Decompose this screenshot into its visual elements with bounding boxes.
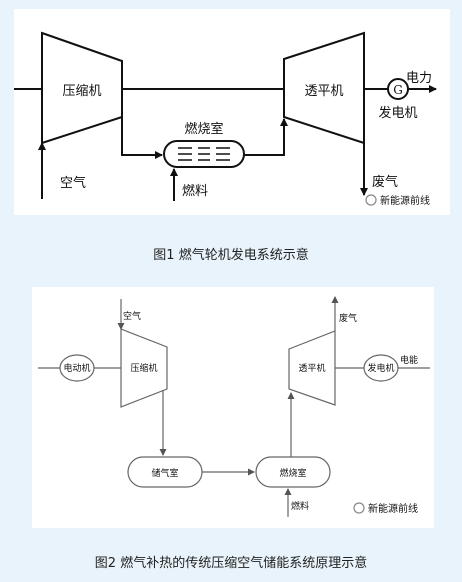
figure-1-panel: 压缩机 透平机 G 电力 发电机 空气 燃烧室 燃料 废气 — [14, 9, 450, 215]
exhaust-label: 废气 — [372, 174, 398, 190]
watermark-logo-icon — [353, 502, 365, 514]
generator-label: 发电机 — [378, 105, 417, 121]
compressor-to-combustor-arrow — [121, 117, 163, 159]
power-label: 电力 — [406, 71, 432, 86]
watermark-logo-icon — [365, 194, 377, 206]
combustor-dashes — [178, 147, 230, 161]
figure-2-panel: 空气 电动机 压缩机 储气室 燃烧室 燃料 透平机 废气 发电机 电 — [32, 287, 434, 528]
electric-energy-label: 电能 — [400, 354, 418, 366]
combustor-label: 燃烧室 — [279, 467, 306, 479]
combustor-shape — [255, 456, 331, 488]
compressor-label: 压缩机 — [62, 83, 101, 99]
figure-1-caption: 图1 燃气轮机发电系统示意 — [153, 248, 309, 263]
turbine-shape — [288, 330, 336, 406]
compressor-shape — [120, 328, 168, 408]
generator-symbol: G — [393, 83, 403, 97]
watermark-text: 新能源前线 — [380, 194, 430, 207]
turbine-label: 透平机 — [298, 362, 325, 374]
watermark: 新能源前线 — [365, 194, 430, 207]
figure-2-caption: 图2 燃气补热的传统压缩空气储能系统原理示意 — [94, 556, 368, 571]
storage-label: 储气室 — [151, 467, 178, 479]
air-label: 空气 — [60, 175, 86, 191]
exhaust-label: 废气 — [339, 312, 357, 324]
turbine-label: 透平机 — [304, 84, 343, 99]
combustor-label: 燃烧室 — [184, 121, 223, 137]
fuel-label: 燃料 — [291, 500, 309, 512]
compressor-label: 压缩机 — [130, 362, 157, 374]
combustor-to-turbine-arrow — [244, 118, 288, 156]
figure-2-diagram: 空气 电动机 压缩机 储气室 燃烧室 燃料 透平机 废气 发电机 电 — [38, 296, 430, 517]
watermark: 新能源前线 — [353, 502, 418, 515]
watermark-text: 新能源前线 — [368, 502, 418, 515]
generator-label: 发电机 — [367, 362, 394, 374]
fuel-label: 燃料 — [182, 183, 208, 199]
motor-label: 电动机 — [63, 362, 90, 374]
figure-1-diagram: 压缩机 透平机 G 电力 发电机 空气 燃烧室 燃料 废气 — [14, 31, 437, 207]
air-label: 空气 — [123, 310, 141, 322]
